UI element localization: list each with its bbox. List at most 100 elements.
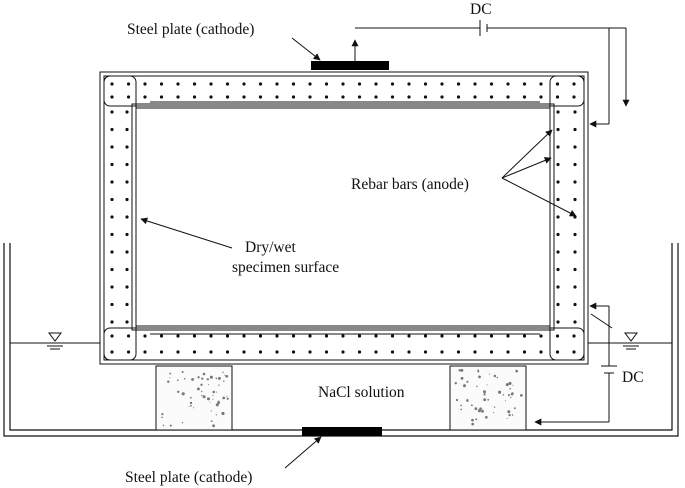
rebar-dot	[308, 334, 312, 338]
rebar-dot	[192, 82, 197, 86]
rebar-dot	[573, 162, 577, 167]
rebar-dot	[539, 350, 543, 354]
rebar-dot	[556, 127, 560, 132]
aggregate-speck	[466, 399, 469, 402]
aggregate-speck	[483, 390, 486, 394]
rebar-dot	[275, 334, 279, 338]
rebar-dot	[573, 110, 577, 114]
aggregate-speck	[226, 396, 228, 398]
rebar-dot	[556, 232, 560, 237]
rebar-dot	[159, 82, 164, 86]
rebar-dot	[125, 302, 129, 307]
rebar-dot	[539, 95, 543, 99]
rebar-dot	[125, 162, 129, 167]
rebar-dot	[110, 82, 114, 86]
rebar-dot	[341, 82, 345, 86]
aggregate-speck	[510, 392, 514, 396]
rebar-dot	[125, 180, 129, 184]
aggregate-speck	[212, 398, 214, 401]
rebar-dot	[291, 350, 296, 354]
rebar-dot	[555, 350, 560, 354]
aggregate-speck	[471, 418, 474, 422]
rebar-dot	[324, 334, 329, 338]
rebar-dot	[110, 95, 114, 99]
rebar-dot	[125, 250, 129, 254]
water-level-marker-right	[623, 332, 639, 350]
aggregate-speck	[210, 410, 212, 412]
aggregate-speck	[215, 391, 217, 393]
rebar-dot	[275, 95, 279, 99]
aggregate-speck	[206, 397, 211, 401]
rebar-dot	[539, 82, 543, 86]
rebar-dot	[572, 350, 576, 354]
rebar-dot	[407, 95, 411, 99]
aggregate-speck	[215, 414, 217, 416]
aggregate-speck	[221, 411, 225, 416]
rebar-dot	[555, 95, 560, 99]
aggregate-speck	[466, 380, 469, 383]
aggregate-speck	[162, 424, 165, 427]
rebar-dot	[143, 82, 147, 86]
rebar-dot	[192, 350, 197, 354]
rebar-dot	[473, 350, 477, 354]
aggregate-speck	[226, 397, 229, 400]
rebar-dot	[489, 350, 494, 354]
rebar-dot	[423, 334, 428, 338]
aggregate-speck	[215, 403, 219, 407]
dc-right-label: DC	[622, 369, 644, 386]
rebar-dot	[176, 82, 180, 86]
rebar-dot	[456, 95, 461, 99]
aggregate-speck	[474, 407, 478, 411]
aggregate-speck	[196, 387, 200, 391]
rebar-dot	[324, 95, 329, 99]
aggregate-speck	[169, 377, 171, 379]
rebar-dot	[110, 267, 114, 272]
rebar-dot	[225, 350, 230, 354]
rebar-dot	[110, 110, 114, 114]
rebar-dot	[489, 82, 494, 86]
water-level-marker-left	[47, 332, 63, 350]
aggregate-speck	[508, 413, 511, 417]
aggregate-speck	[478, 375, 481, 379]
aggregate-speck	[498, 390, 502, 394]
rebar-dot	[225, 334, 230, 338]
rebar-dot	[225, 95, 230, 99]
aggregate-speck	[222, 371, 224, 374]
rebar-dot	[556, 197, 560, 202]
rebar-dot	[456, 350, 461, 354]
aggregate-speck	[455, 398, 459, 402]
rebar-dot	[407, 350, 411, 354]
rebar-dot	[110, 350, 114, 354]
rebar-dot	[242, 82, 246, 86]
rebar-dot	[159, 95, 164, 99]
rebar-dot	[324, 350, 329, 354]
rebar-dot	[110, 162, 114, 167]
rebar-dot	[556, 162, 560, 167]
rebar-dot	[556, 285, 560, 289]
rebar-dot	[192, 334, 197, 338]
rebar-dot	[126, 95, 131, 99]
aggregate-speck	[460, 376, 464, 380]
rebar-dot	[573, 127, 577, 132]
rebar-dot	[125, 215, 129, 219]
rebar-dot	[456, 334, 461, 338]
support-block-left	[155, 365, 233, 431]
surface-label-line2: specimen surface	[232, 259, 339, 276]
rebar-dot	[143, 95, 147, 99]
aggregate-speck	[169, 372, 172, 375]
aggregate-speck	[483, 398, 487, 402]
aggregate-speck	[217, 376, 221, 380]
rebar-dot	[556, 215, 560, 219]
rebar-dot	[456, 82, 461, 86]
aggregate-speck	[177, 390, 180, 393]
rebar-label: Rebar bars (anode)	[351, 176, 469, 193]
rebar-dot	[390, 82, 395, 86]
rebar-dot	[341, 334, 345, 338]
rebar-dot	[390, 350, 395, 354]
rebar-dot	[473, 82, 477, 86]
rebar-dot	[258, 350, 263, 354]
rebar-dot	[242, 95, 246, 99]
aggregate-speck	[504, 400, 506, 402]
aggregate-speck	[208, 384, 210, 386]
rebar-dot	[324, 82, 329, 86]
